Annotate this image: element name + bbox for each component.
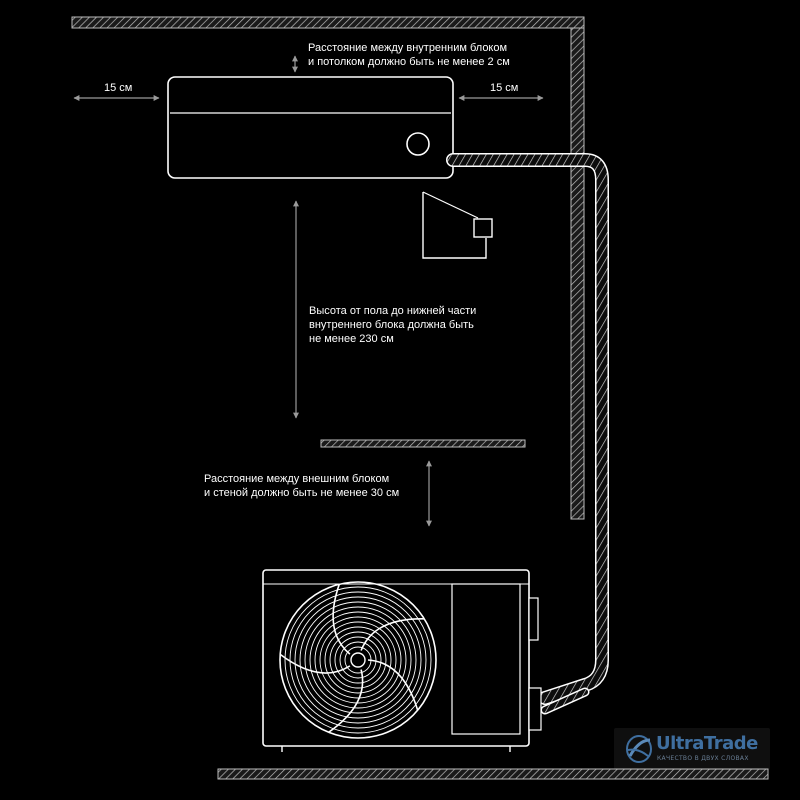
ceiling-gap-label: Расстояние между внутренним блоком и пот… [308,42,510,68]
floor [217,768,769,780]
outdoor-gap-label: Расстояние между внешним блоком и стеной… [204,473,400,499]
fan-grille-icon [279,581,437,739]
watermark-tagline: КАЧЕСТВО В ДВУХ СЛОВАХ [657,755,749,762]
indoor-unit [167,76,454,179]
refrigerant-hose [446,153,609,715]
ceiling [71,16,585,29]
wall [570,27,585,520]
ultratrade-logo-icon [626,735,652,763]
left-gap-label: 15 см [104,82,133,94]
right-gap-label: 15 см [490,82,519,94]
watermark: UltraTrade КАЧЕСТВО В ДВУХ СЛОВАХ [614,728,770,770]
outdoor-shelf [320,439,526,448]
outdoor-unit [262,569,542,752]
floor-height-label: Высота от пола до нижней части внутренне… [309,305,477,345]
indoor-unit-display-icon [406,132,430,156]
power-outlet-icon [422,191,493,259]
watermark-name: UltraTrade [656,733,758,754]
dimension-arrows [73,55,544,527]
